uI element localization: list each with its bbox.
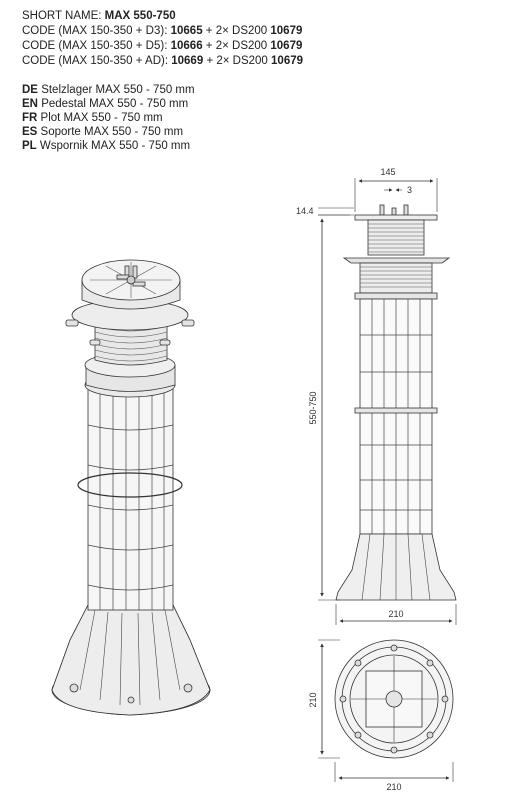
translation-fr: FR Plot MAX 550 - 750 mm <box>22 112 163 124</box>
short-name-line: SHORT NAME: MAX 550-750 <box>22 10 176 24</box>
dim-height-range: 550-750 <box>308 391 318 424</box>
code-line-3: CODE (MAX 150-350 + AD): 10669 + 2× DS20… <box>22 55 304 67</box>
short-name-value: MAX 550-750 <box>104 10 176 22</box>
translation-es: ES Soporte MAX 550 - 750 mm <box>22 126 184 138</box>
translation-en: EN Pedestal MAX 550 - 750 mm <box>22 98 189 110</box>
translation-de: DE Stelzlager MAX 550 - 750 mm <box>22 84 195 96</box>
dim-tab-width: 3 <box>407 185 412 195</box>
translation-pl: PL Wspornik MAX 550 - 750 mm <box>22 140 191 152</box>
dim-top-width: 145 <box>380 167 395 177</box>
dim-plan-width: 210 <box>386 782 401 792</box>
dimension-lines <box>318 178 457 782</box>
short-name-label: SHORT NAME: <box>22 10 102 22</box>
code-line-2: CODE (MAX 150-350 + D5): 10666 + 2× DS20… <box>22 40 303 52</box>
dim-head-height: 14.4 <box>296 206 314 216</box>
pedestal-3d-view <box>51 259 211 716</box>
dim-plan-height: 210 <box>308 692 318 707</box>
pedestal-side-view <box>335 204 457 601</box>
pedestal-plan-view <box>334 639 454 759</box>
dim-base-width: 210 <box>388 609 403 619</box>
code-line-1: CODE (MAX 150-350 + D3): 10665 + 2× DS20… <box>22 25 303 37</box>
